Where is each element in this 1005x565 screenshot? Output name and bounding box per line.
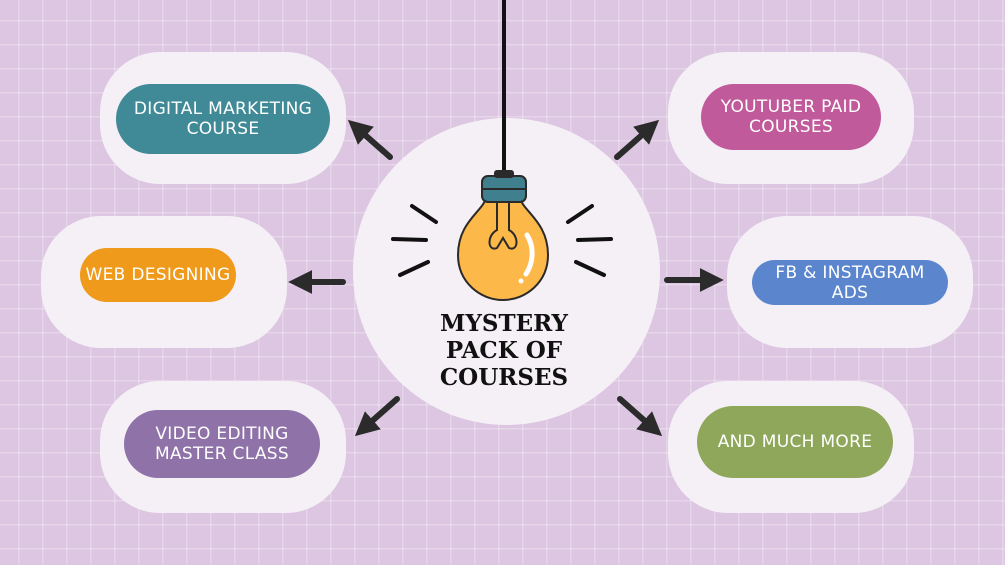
arrow-digital-marketing [347,119,393,160]
center-title: MYSTERY PACK OF COURSES [439,310,569,391]
pill-digital-marketing: DIGITAL MARKETING COURSE [116,84,330,154]
pill-web-designing: WEB DESIGNING [80,248,236,302]
pill-video-editing: VIDEO EDITING MASTER CLASS [124,410,320,478]
pill-fb-instagram: FB & INSTAGRAM ADS [752,260,948,305]
arrow-much-more [617,396,663,437]
arrow-youtuber-paid [614,119,660,160]
lightbulb-icon [456,170,550,302]
pill-much-more: AND MUCH MORE [697,406,893,478]
light-rays [391,204,613,277]
arrow-video-editing [354,396,400,437]
arrows [288,119,724,437]
pill-youtuber-paid: YOUTUBER PAID COURSES [701,84,881,150]
